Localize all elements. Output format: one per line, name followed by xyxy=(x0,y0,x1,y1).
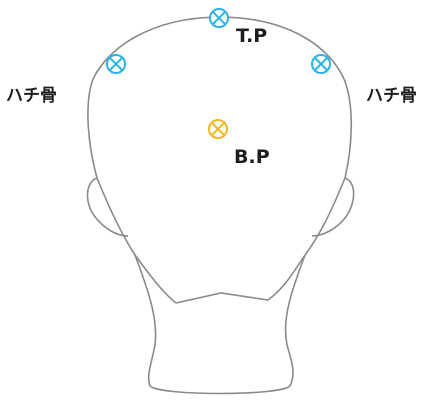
marker-top-point xyxy=(209,8,229,28)
right-ear xyxy=(311,177,355,237)
circle-cross-icon xyxy=(209,8,229,28)
circle-cross-icon xyxy=(208,119,228,139)
label-top-point: T.P xyxy=(236,25,268,47)
right-jaw-line xyxy=(267,177,346,301)
left-jaw-line xyxy=(96,177,177,304)
label-hachi-left: ハチ骨 xyxy=(6,86,57,106)
label-hachi-right: ハチ骨 xyxy=(366,86,417,106)
marker-hachi-left xyxy=(106,54,126,74)
nape-hairline xyxy=(175,292,269,304)
circle-cross-icon xyxy=(106,54,126,74)
neck-bottom xyxy=(149,385,291,395)
circle-cross-icon xyxy=(311,54,331,74)
neck-right xyxy=(284,254,306,387)
marker-back-point xyxy=(208,119,228,139)
marker-hachi-right xyxy=(311,54,331,74)
label-back-point: B.P xyxy=(234,146,270,168)
left-ear xyxy=(86,177,129,237)
head-outline xyxy=(87,16,353,179)
neck-left xyxy=(134,254,157,387)
